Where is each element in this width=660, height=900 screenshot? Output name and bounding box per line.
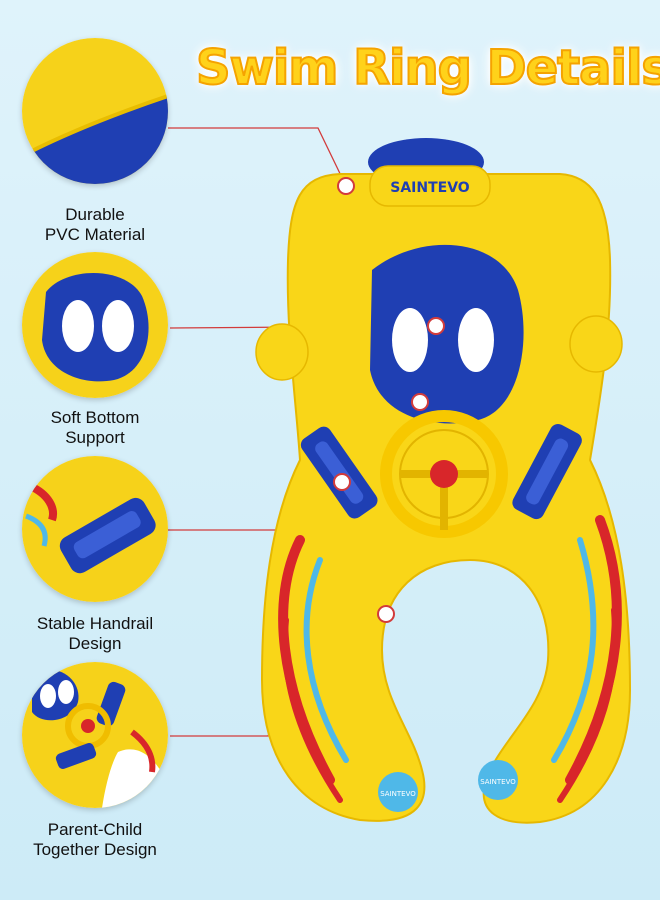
detail-bubble-pvc	[22, 38, 168, 184]
left-bump	[255, 323, 309, 381]
pvc-closeup-image	[22, 38, 168, 184]
feature-label-parent-child-line2: Together Design	[33, 840, 157, 859]
seat	[370, 244, 524, 424]
callout-markers	[333, 177, 445, 623]
left-badge: SAINTEVO	[378, 772, 418, 812]
feature-label-pvc: Durable PVC Material	[10, 205, 180, 245]
detail-bubble-parent-child	[22, 662, 168, 808]
right-bump	[569, 315, 623, 373]
marker-bottom	[427, 317, 445, 335]
marker-handrail	[333, 473, 351, 491]
steering-wheel	[380, 410, 508, 538]
detail-bubble-bottom	[22, 252, 168, 398]
feature-label-handrail-line1: Stable Handrail	[36, 614, 154, 633]
parent-child-closeup-image	[22, 662, 168, 808]
marker-seat	[411, 393, 429, 411]
left-handle	[300, 426, 378, 519]
detail-bubble-handrail	[22, 456, 168, 602]
right-handle	[512, 423, 582, 520]
pointer-line-pvc	[168, 127, 347, 187]
feature-label-handrail-line2: Design	[68, 634, 122, 653]
right-badge-brand: SAINTEVO	[480, 778, 516, 786]
flames-right	[551, 515, 622, 803]
right-badge: SAINTEVO	[478, 760, 518, 800]
feature-label-pvc-line1: Durable	[65, 205, 125, 224]
page-title: Swim Ring Details	[195, 39, 660, 97]
left-badge-brand: SAINTEVO	[380, 790, 416, 798]
feature-label-handrail: Stable Handrail Design	[10, 614, 180, 654]
headrest-brand: SAINTEVO	[390, 180, 470, 196]
feature-label-pvc-line2: PVC Material	[44, 225, 146, 244]
handrail-closeup-image	[22, 456, 168, 602]
flames-left	[278, 535, 349, 803]
feature-label-bottom-line1: Soft Bottom	[50, 408, 140, 427]
feature-label-parent-child: Parent-Child Together Design	[10, 820, 180, 860]
seat-closeup-image	[22, 252, 168, 398]
feature-label-bottom: Soft Bottom Support	[10, 408, 180, 448]
feature-label-parent-child-line1: Parent-Child	[47, 820, 143, 839]
marker-pvc	[337, 177, 355, 195]
marker-parent	[377, 605, 395, 623]
feature-label-bottom-line2: Support	[65, 428, 125, 447]
headrest: SAINTEVO	[368, 138, 491, 207]
